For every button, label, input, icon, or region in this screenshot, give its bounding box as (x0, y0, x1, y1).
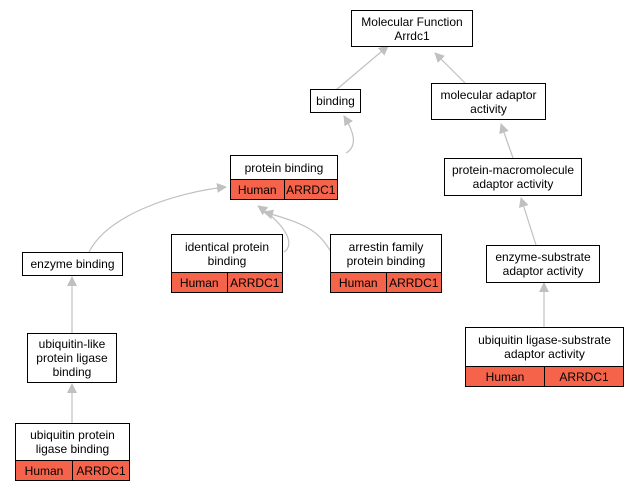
node-label: ubiquitin protein ligase binding (30, 428, 115, 456)
node-enzyme-substrate-adaptor-activity[interactable]: enzyme-substrate adaptor activity (486, 245, 600, 283)
node-protein-binding[interactable]: protein binding Human ARRDC1 (230, 155, 338, 200)
annotation-row: Human ARRDC1 (16, 460, 129, 480)
species-cell: Human (16, 461, 73, 480)
species-cell: Human (331, 273, 387, 292)
edge-protein-macromolecule-to-molecular-adaptor (499, 123, 514, 159)
edge-arrestin-family-to-protein-binding (263, 209, 332, 253)
node-ubiquitin-protein-ligase-binding[interactable]: ubiquitin protein ligase binding Human A… (15, 423, 130, 481)
node-label: identical protein binding (184, 239, 270, 268)
species-cell: Human (466, 367, 545, 386)
node-label: ubiquitin-like protein ligase binding (36, 337, 108, 379)
gene-cell: ARRDC1 (559, 369, 609, 384)
node-label: binding (316, 94, 355, 108)
gene-cell: ARRDC1 (286, 182, 336, 197)
gene-cell: ARRDC1 (230, 275, 280, 290)
annotation-row: Human ARRDC1 (331, 272, 441, 292)
edge-binding-to-root (335, 45, 389, 91)
edge-enzyme-binding-to-protein-binding (88, 182, 227, 253)
node-label: enzyme-substrate adaptor activity (495, 250, 591, 278)
node-ubiquitin-ligase-substrate-adaptor-activity[interactable]: ubiquitin ligase-substrate adaptor activ… (465, 327, 624, 387)
node-protein-macromolecule-adaptor-activity[interactable]: protein-macromolecule adaptor activity (444, 158, 582, 196)
node-binding[interactable]: binding (310, 89, 361, 113)
node-label: protein binding (244, 160, 324, 175)
node-molecular-function-root[interactable]: Molecular Function Arrdc1 (351, 10, 473, 47)
gene-cell: ARRDC1 (389, 275, 439, 290)
node-label: arrestin family protein binding (346, 239, 426, 268)
node-enzyme-binding[interactable]: enzyme binding (22, 252, 123, 276)
node-label: molecular adaptor activity (440, 87, 537, 116)
node-label: protein-macromolecule adaptor activity (451, 163, 575, 191)
node-molecular-adaptor-activity[interactable]: molecular adaptor activity (431, 83, 546, 120)
node-label: ubiquitin ligase-substrate adaptor activ… (478, 333, 611, 361)
node-arrestin-family-protein-binding[interactable]: arrestin family protein binding Human AR… (330, 234, 442, 293)
species-cell: Human (231, 180, 285, 199)
node-identical-protein-binding[interactable]: identical protein binding Human ARRDC1 (171, 234, 283, 293)
annotation-row: Human ARRDC1 (466, 366, 623, 386)
annotation-row: Human ARRDC1 (172, 272, 282, 292)
node-ubiquitin-like-protein-ligase-binding[interactable]: ubiquitin-like protein ligase binding (27, 333, 117, 383)
annotation-row: Human ARRDC1 (231, 179, 337, 199)
node-label: enzyme binding (30, 257, 115, 271)
edge-protein-binding-to-binding (343, 115, 354, 154)
edge-enzyme-substrate-to-protein-macromolecule (518, 197, 537, 246)
gene-cell: ARRDC1 (76, 463, 126, 478)
species-cell: Human (172, 273, 228, 292)
edge-molecular-adaptor-to-root (434, 52, 466, 84)
node-label: Molecular Function Arrdc1 (361, 14, 463, 43)
